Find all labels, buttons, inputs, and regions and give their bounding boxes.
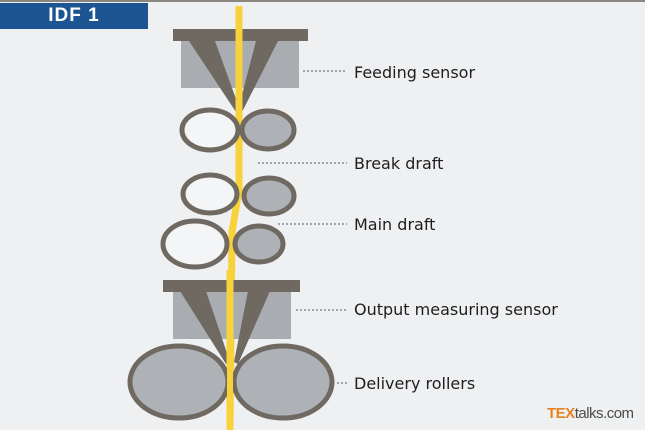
label-main-draft: Main draft bbox=[354, 215, 436, 234]
logo-brand: TEX bbox=[547, 405, 575, 422]
feeding-sensor-funnel-right bbox=[238, 41, 278, 112]
label-feeding-sensor: Feeding sensor bbox=[354, 63, 476, 82]
leader-lines bbox=[258, 70, 347, 384]
label-output-sensor: Output measuring sensor bbox=[354, 300, 558, 319]
main-roller-back-top bbox=[180, 172, 240, 216]
label-break-draft: Break draft bbox=[354, 154, 444, 173]
feeding-sensor-funnel-left bbox=[189, 41, 240, 112]
label-delivery-rollers: Delivery rollers bbox=[354, 374, 476, 393]
output-sensor-funnel-left bbox=[180, 291, 230, 364]
delivery-roller-left bbox=[127, 343, 231, 421]
main-roller-front-bottom bbox=[232, 223, 286, 265]
break-roller-back bbox=[179, 107, 241, 153]
output-sensor-funnel-right bbox=[234, 291, 270, 364]
textalks-logo: TEXtalks.com bbox=[547, 405, 634, 422]
break-roller-front bbox=[239, 108, 297, 152]
top-border bbox=[0, 0, 645, 2]
main-roller-front-top bbox=[241, 175, 297, 217]
delivery-roller-right bbox=[231, 343, 335, 421]
figure-badge: IDF 1 bbox=[0, 3, 148, 29]
main-roller-back-bottom bbox=[160, 218, 230, 270]
logo-suffix: talks.com bbox=[574, 405, 634, 422]
